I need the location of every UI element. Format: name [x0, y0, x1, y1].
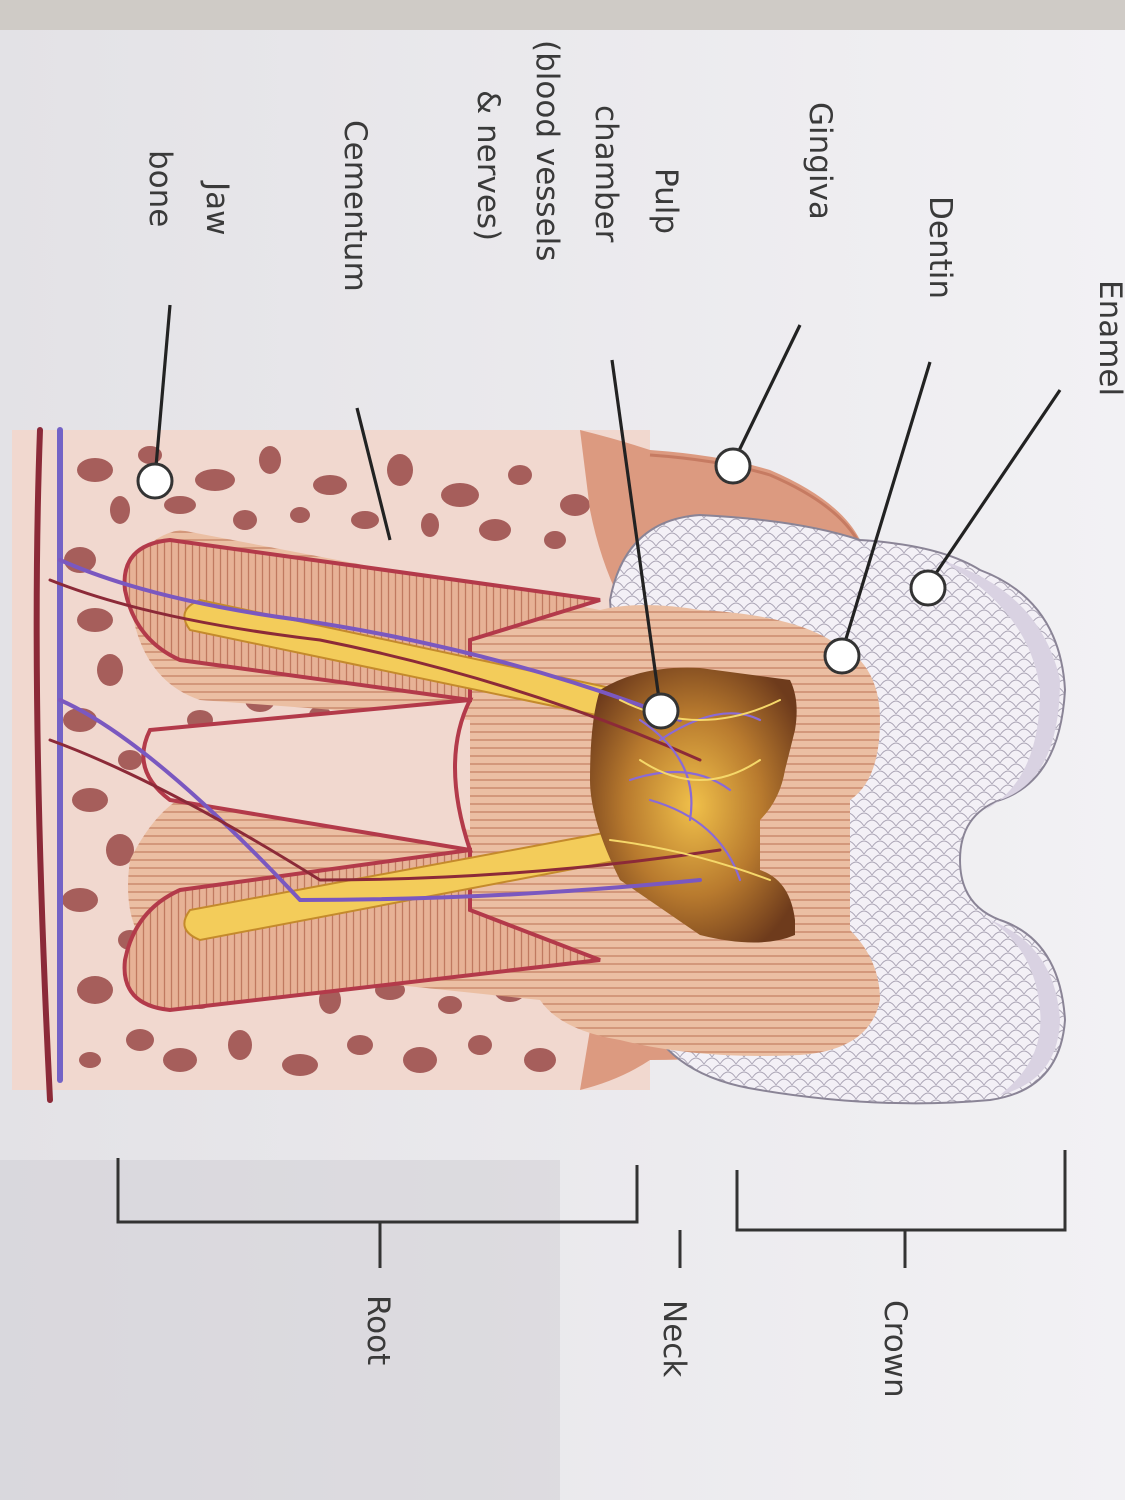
- labels: Enamel Dentin Gingiva Pulp chamber (bloo…: [142, 40, 1125, 1398]
- upper-root: [122, 537, 601, 703]
- enamel-marker: [909, 569, 947, 607]
- pulp-label-line4: & nerves): [470, 90, 506, 241]
- jaw-label-line2: bone: [142, 150, 178, 227]
- pulp-label-line1: Pulp: [648, 168, 684, 234]
- lower-root: [122, 847, 601, 1013]
- jaw-label-line1: Jaw: [199, 180, 235, 236]
- crown-label: Crown: [877, 1300, 913, 1398]
- vessels: [33, 427, 781, 1103]
- dentin-label: Dentin: [922, 196, 958, 299]
- leaders: [136, 304, 1062, 730]
- pulp-label-line3: (blood vessels: [529, 40, 565, 261]
- dentin-marker: [823, 637, 861, 675]
- enamel-leader: [926, 389, 1062, 586]
- gingiva-leader: [731, 324, 802, 464]
- tooth: [33, 427, 1067, 1105]
- pulp-label-line2: chamber: [588, 105, 624, 243]
- neck-label: Neck: [656, 1300, 692, 1377]
- cementum-leader: [355, 407, 392, 541]
- region-brackets: [116, 1150, 1067, 1268]
- root-label: Root: [360, 1295, 396, 1365]
- pulp-marker: [642, 692, 680, 730]
- gingiva-marker: [714, 447, 752, 485]
- jaw-marker: [136, 462, 174, 500]
- jaw-leader: [153, 304, 172, 479]
- paper-shadow: [0, 1160, 560, 1500]
- enamel-label: Enamel: [1092, 280, 1125, 396]
- gingiva-label: Gingiva: [802, 102, 838, 220]
- root-bracket: [116, 1158, 639, 1224]
- enamel-edge: [940, 560, 1060, 810]
- dentin-leader: [840, 361, 932, 653]
- cementum-label: Cementum: [337, 120, 373, 292]
- lower-root-canal: [183, 828, 621, 942]
- pulp-leader: [610, 359, 662, 707]
